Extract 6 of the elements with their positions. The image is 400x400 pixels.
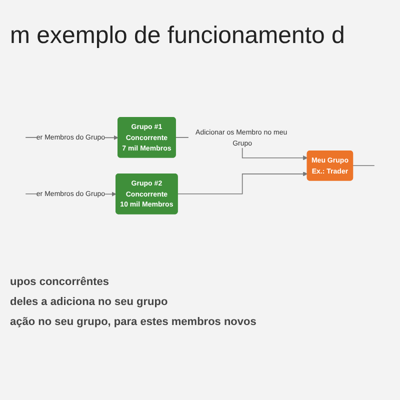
note-text: deles a adiciona no seu grupo [10, 296, 169, 308]
note-text: ação no seu grupo, para estes membros novos [10, 316, 258, 328]
note-text: upos concorrêntes [10, 276, 110, 288]
connector [352, 166, 375, 167]
arrow [177, 172, 308, 195]
diagram-title: m exemplo de funcionamento d [10, 22, 345, 50]
